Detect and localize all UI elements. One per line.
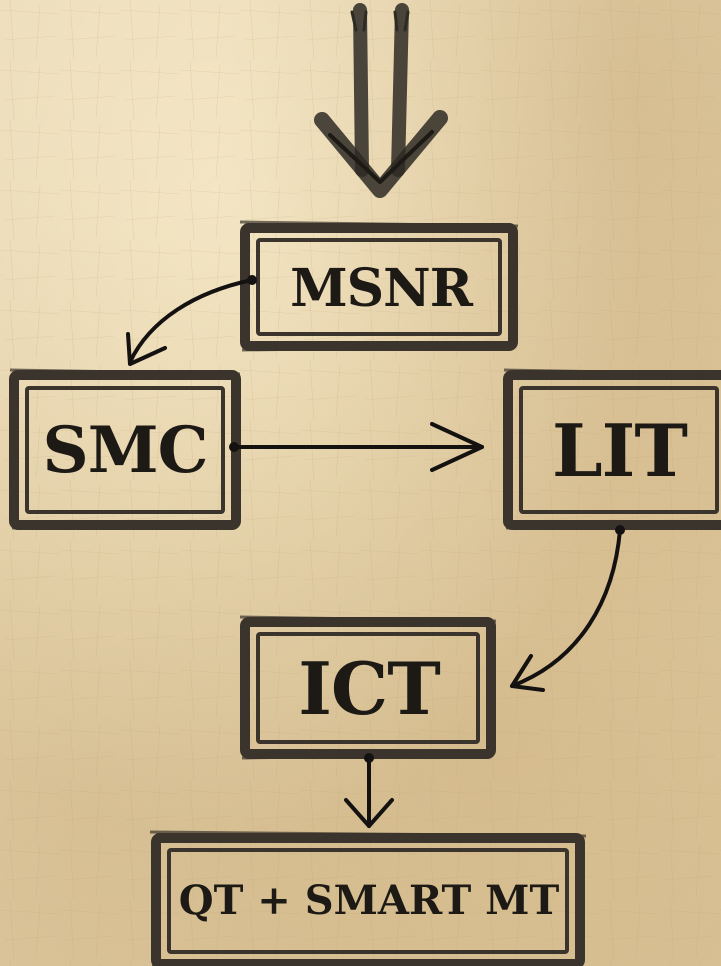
node-smc-label: SMC xyxy=(42,412,209,488)
arrow-ict-to-qt-smart-mt xyxy=(344,753,394,828)
arrow-msnr-to-smc xyxy=(126,275,257,366)
qt-smart-mt-frame xyxy=(149,830,587,966)
node-ict-label: ICT xyxy=(298,645,441,731)
node-msnr-label: MSNR xyxy=(290,257,473,319)
top-down-arrow-icon xyxy=(314,3,448,198)
lit-frame xyxy=(503,368,721,530)
msnr-frame xyxy=(239,220,519,352)
node-qt-smart-mt-label: QT + SMART MT xyxy=(178,876,560,924)
arrow-smc-to-lit xyxy=(229,422,484,472)
node-lit-label: LIT xyxy=(552,408,688,493)
arrow-lit-to-ict xyxy=(510,525,625,692)
